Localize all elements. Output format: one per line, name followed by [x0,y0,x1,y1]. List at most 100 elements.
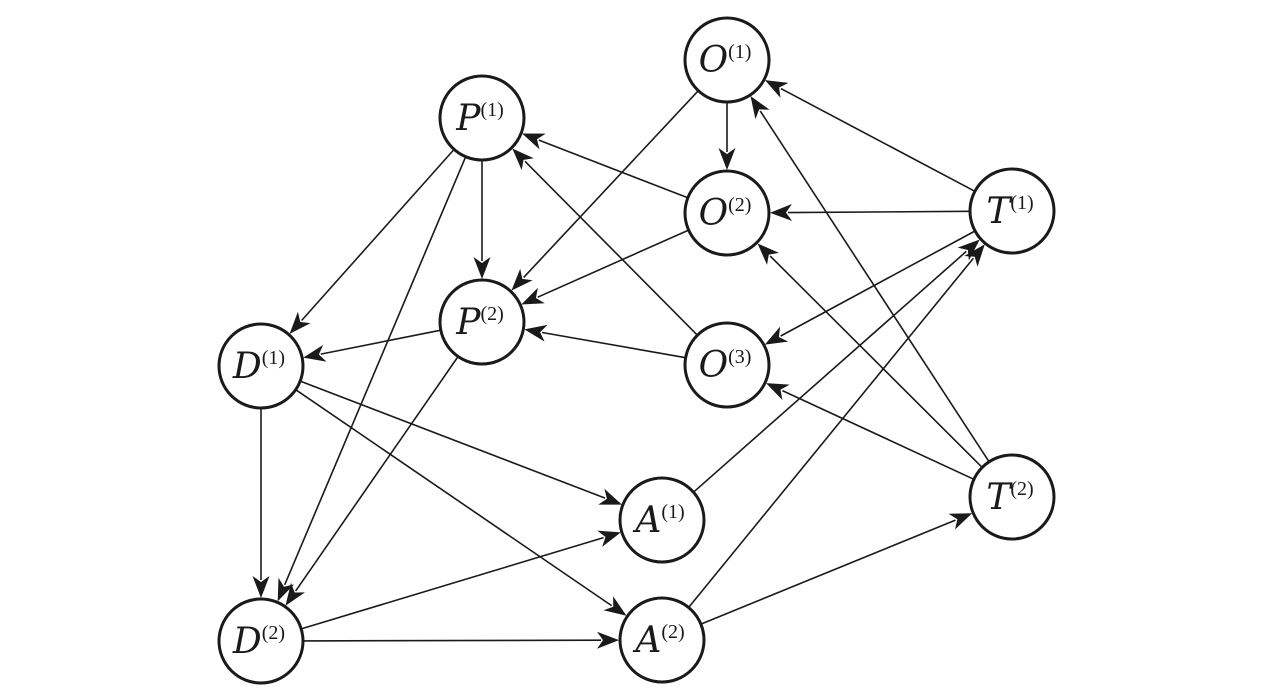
arrowhead [522,133,546,150]
node-circle [438,278,526,366]
node-a1: A(1) [618,476,706,564]
arrowhead [521,287,545,305]
node-label: T(2) [986,477,1033,518]
edge-line [283,156,467,586]
node-superscript: (1) [728,41,751,63]
node-superscript: (1) [661,501,684,523]
arrowhead [757,243,779,265]
node-letter: P [455,302,481,343]
arrowhead [512,148,534,171]
arrowhead [511,268,533,291]
edge-a1-to-t1 [692,239,980,493]
arrowhead [948,513,973,530]
node-superscript: (2) [480,303,503,325]
node-t2: T(2) [968,453,1056,541]
edge-line [299,380,606,499]
arrowhead [277,577,295,602]
edge-line [302,639,602,642]
arrowhead [764,326,789,345]
edge-line [524,160,698,336]
edge-line [787,210,971,214]
arrowhead [957,239,980,261]
node-o2: O(2) [683,169,771,257]
edge-line [541,331,686,359]
arrowhead [285,582,305,606]
node-o1: O(1) [683,16,771,104]
edge-line [523,90,699,278]
edge-t2-to-o1 [750,96,990,463]
node-p1: P(1) [438,74,526,162]
node-circle [683,321,771,409]
edge-d2-to-a2 [302,631,619,649]
edge-p1-to-d1 [289,148,455,334]
arrowhead [750,96,770,120]
arrowhead [252,576,270,598]
arrowhead [597,530,621,547]
edge-line [300,536,604,630]
node-circle [217,322,305,410]
edge-o2-to-p2 [521,229,689,305]
node-label: O(1) [699,40,752,81]
edge-d1-to-a1 [299,380,622,505]
edge-t2-to-o3 [766,383,975,481]
edge-o1-to-o2 [718,102,736,170]
node-superscript: (2) [1010,478,1033,500]
node-p2: P(2) [438,278,526,366]
node-circle [683,169,771,257]
edge-t1-to-o1 [765,80,976,193]
edge-t1-to-o3 [764,230,976,345]
edge-p2-to-d2 [285,356,459,606]
node-superscript: (2) [728,194,751,216]
arrowhead [598,488,622,505]
arrowhead [765,80,789,98]
edge-line [538,139,689,199]
node-o3: O(3) [683,321,771,409]
node-d2: D(2) [217,597,305,685]
node-letter: A [632,500,661,541]
node-letter: D [232,346,262,387]
node-superscript: (2) [661,621,684,643]
arrowhead [524,324,548,342]
edge-line [759,110,990,463]
node-label: D(1) [232,346,285,387]
node-letter: O [699,193,729,234]
node-label: O(3) [699,345,752,386]
edge-line [700,519,956,625]
node-superscript: (2) [262,622,285,644]
node-a2: A(2) [618,596,706,684]
node-letter: O [699,40,729,81]
edge-line [780,230,976,337]
edge-line [769,255,983,468]
node-superscript: (1) [1010,192,1033,214]
edge-line [782,389,975,481]
node-label: T(1) [986,191,1033,232]
nodes-layer: P(1)P(2)O(1)O(2)O(3)T(1)T(2)D(1)D(2)A(1)… [217,16,1056,685]
node-label: A(1) [632,500,684,541]
edge-o1-to-p2 [511,90,699,291]
edge-line [780,87,976,193]
edge-line [537,229,689,298]
arrowhead [289,311,311,334]
edge-o3-to-p2 [524,324,686,359]
node-letter: A [632,620,661,661]
arrowhead [964,244,985,267]
edge-line [320,329,441,355]
edge-line [295,356,459,592]
edge-p2-to-d1 [303,329,441,362]
edge-o3-to-p1 [512,148,698,336]
edges-layer [252,80,990,649]
edge-a2-to-t1 [687,244,985,609]
node-circle [618,596,706,684]
node-label: A(2) [632,620,684,661]
node-letter: T [986,191,1013,232]
node-circle [968,453,1056,541]
arrowhead [303,345,327,362]
edge-d1-to-a2 [295,389,627,616]
node-t1: T(1) [968,167,1056,255]
edge-line [692,250,967,493]
node-label: P(1) [455,98,504,139]
node-circle [217,597,305,685]
edge-t1-to-o2 [770,204,971,221]
edge-p1-to-p2 [473,160,491,279]
node-letter: O [699,345,729,386]
